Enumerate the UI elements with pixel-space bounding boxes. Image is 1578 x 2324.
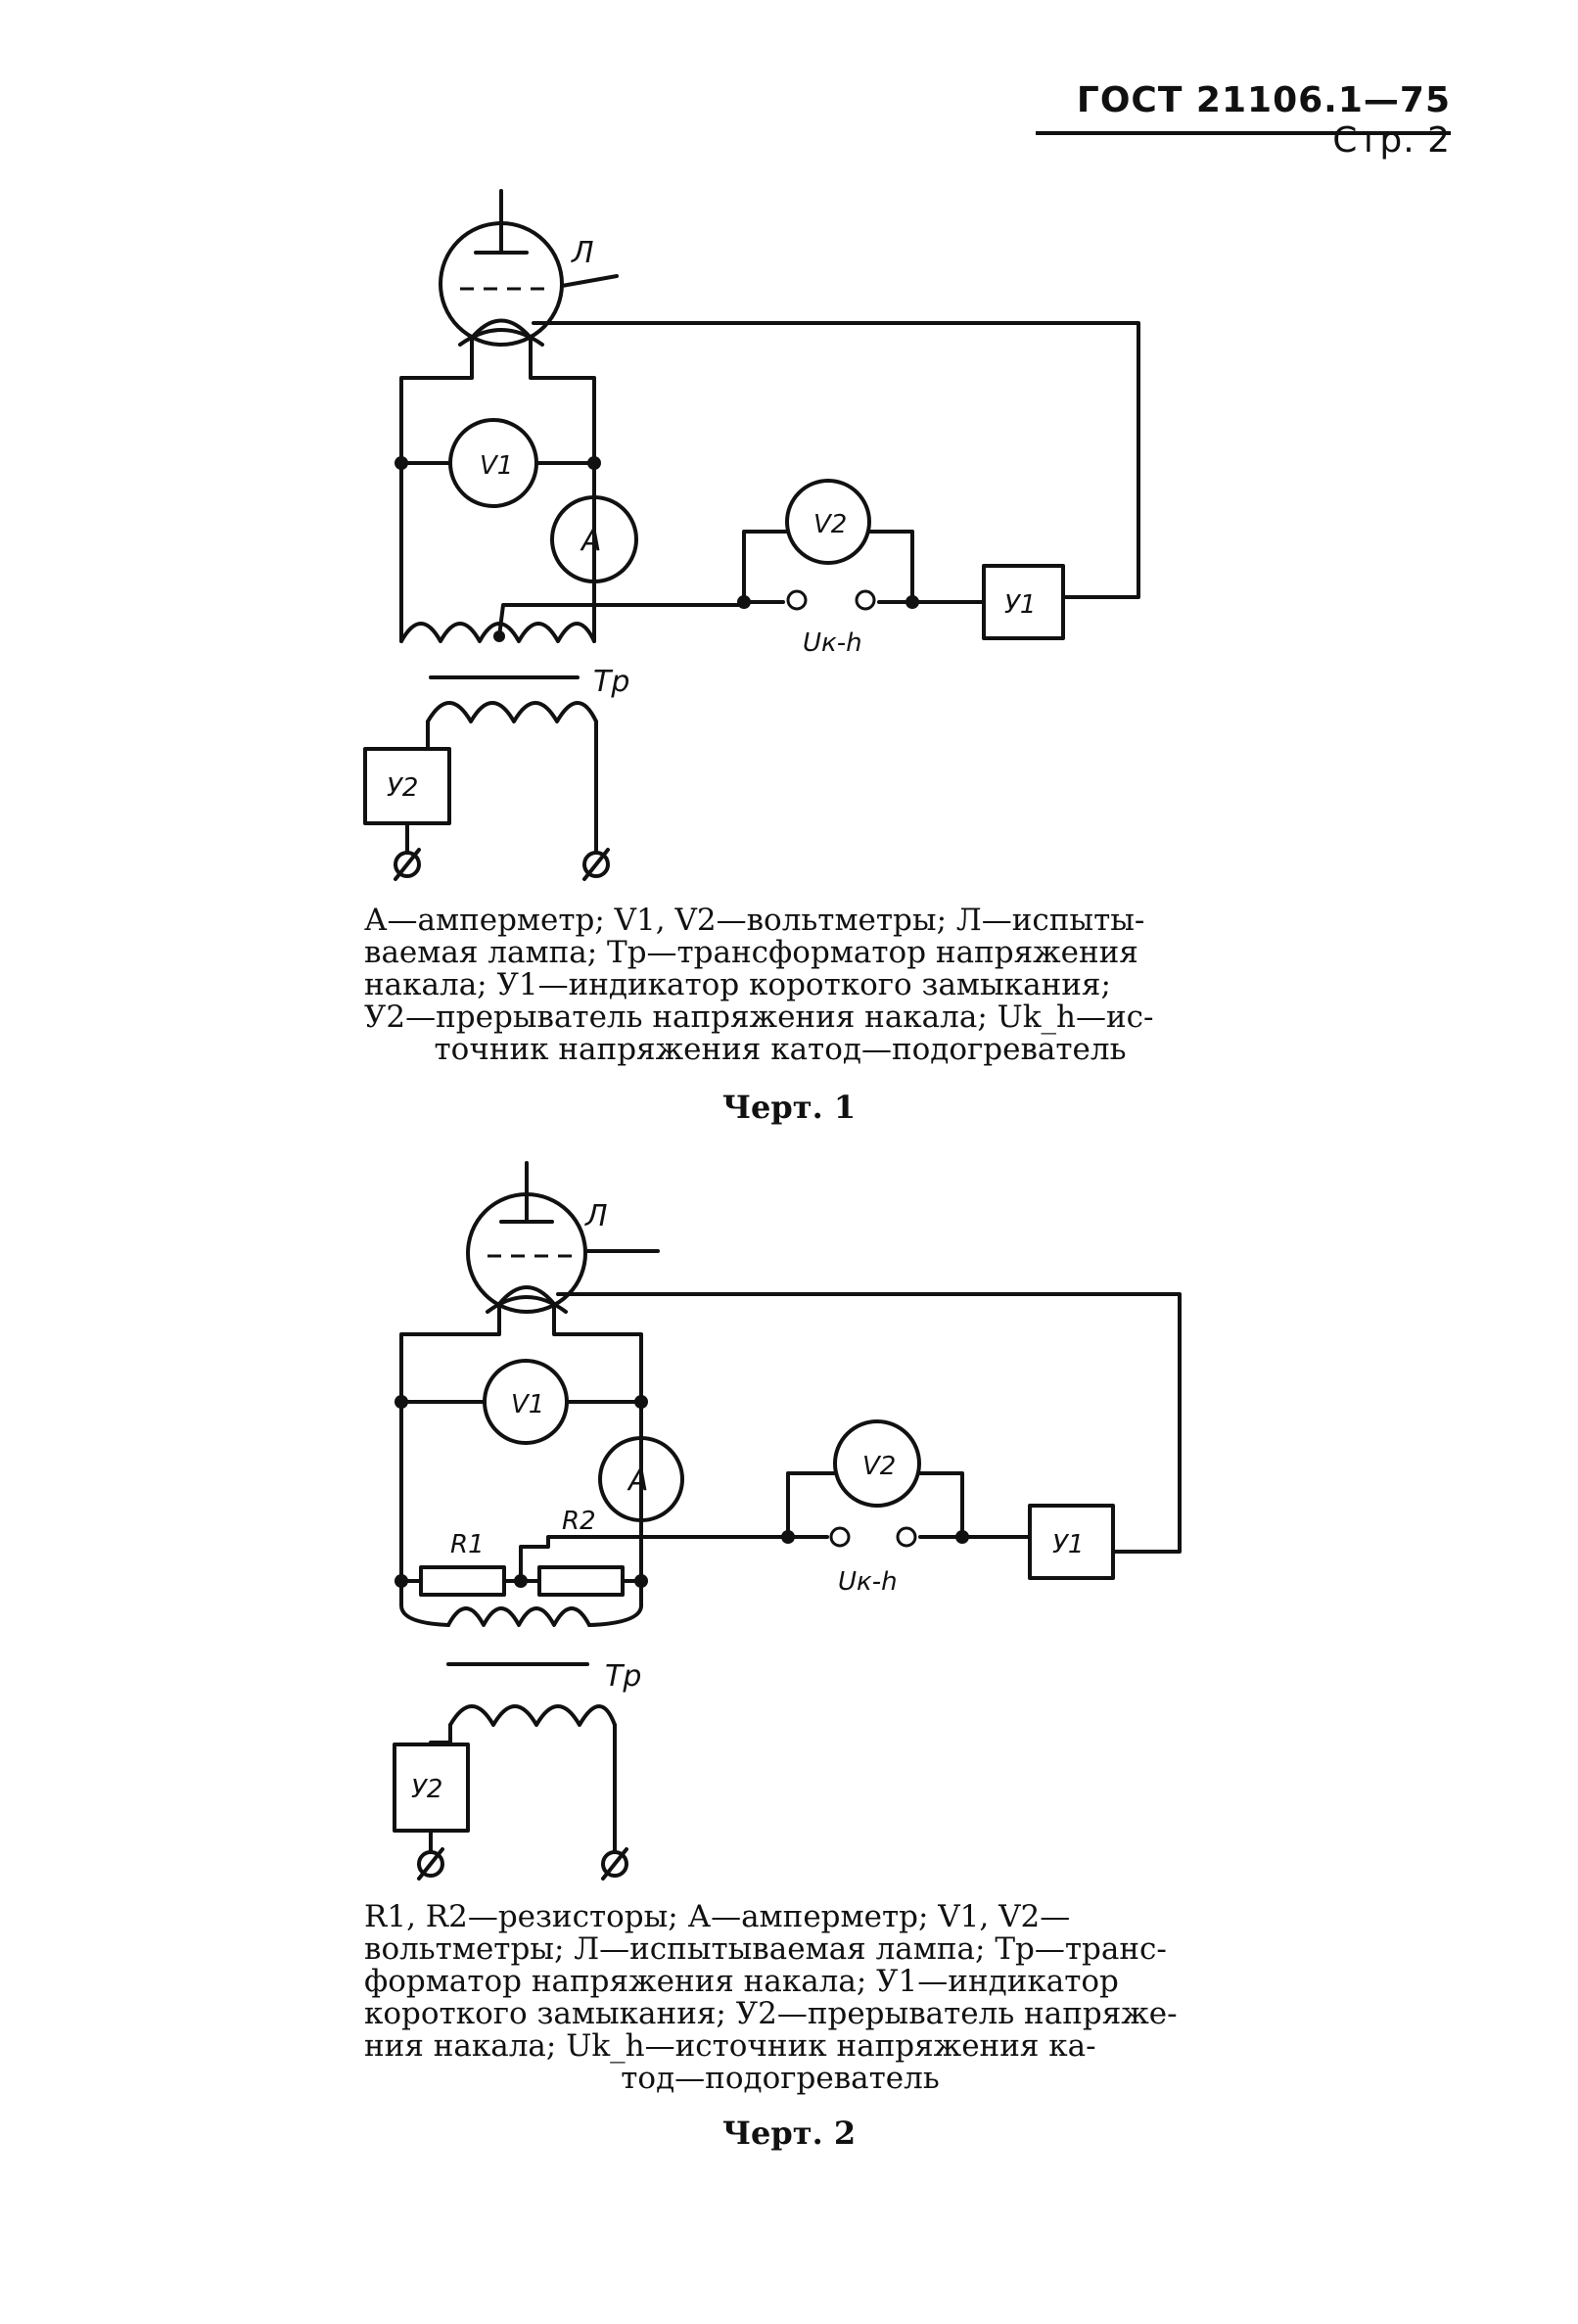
- voltmeter-v2-symbol: [785, 479, 871, 565]
- page-header: ГОСТ 21106.1—75 Стр. 2: [1040, 80, 1451, 161]
- indicator-y1-label: У1: [1004, 590, 1036, 620]
- lamp-label: Л: [571, 236, 594, 270]
- indicator-y1-symbol: [982, 564, 1065, 640]
- caption-line: А—амперметр; V1, V2—вольтметры; Л—испыты…: [364, 903, 1145, 938]
- ammeter-label: A: [627, 1464, 649, 1498]
- caption-line: тод—подогреватель: [621, 2061, 940, 2096]
- lamp-label: Л: [584, 1199, 608, 1233]
- voltmeter-v2-label: V2: [813, 510, 847, 539]
- interrupter-y2-label: У2: [387, 773, 418, 803]
- caption-line: точник напряжения катод—подогреватель: [434, 1032, 1127, 1067]
- voltmeter-v1-symbol: [483, 1359, 569, 1445]
- caption-line: форматор напряжения накала; У1—индикатор: [364, 1964, 1119, 1999]
- figure-2-caption: R1, R2—резисторы; А—амперметр; V1, V2— в…: [364, 1901, 1196, 2095]
- voltmeter-v1-label: V1: [480, 451, 513, 481]
- transformer-label: Тр: [605, 1659, 641, 1694]
- figure-2-title: Черт. 2: [721, 2115, 857, 2152]
- figure-1-caption: А—амперметр; V1, V2—вольтметры; Л—испыты…: [364, 905, 1196, 1066]
- circuit-diagram-1: Л V1 A Тр V2 Uк-h У1 У2: [363, 189, 1140, 881]
- ammeter-symbol: [550, 495, 638, 583]
- caption-line: У2—прерыватель напряжения накала; Uk_h—и…: [364, 999, 1154, 1035]
- interrupter-y2-label: У2: [411, 1775, 442, 1804]
- voltmeter-v2-symbol: [833, 1419, 921, 1508]
- caption-line: ния накала; Uk_h—источник напряжения ка-: [364, 2028, 1096, 2064]
- source-label: Uк-h: [838, 1567, 898, 1597]
- lamp-symbol: [466, 1161, 660, 1314]
- voltmeter-v1-label: V1: [511, 1390, 544, 1419]
- voltmeter-v1-symbol: [448, 418, 538, 508]
- indicator-y1-label: У1: [1052, 1530, 1084, 1559]
- transformer-label: Тр: [593, 665, 629, 699]
- figure-1-title: Черт. 1: [721, 1089, 857, 1126]
- resistor-r2-label: R2: [562, 1507, 596, 1536]
- lamp-symbol: [439, 189, 619, 347]
- caption-line: вольтметры; Л—испытываемая лампа; Тр—тра…: [364, 1931, 1167, 1967]
- resistor-r2-symbol: [537, 1565, 625, 1597]
- caption-line: ваемая лампа; Тр—трансформатор напряжени…: [364, 935, 1138, 970]
- caption-line: R1, R2—резисторы; А—амперметр; V1, V2—: [364, 1899, 1071, 1934]
- resistor-r1-label: R1: [450, 1530, 485, 1559]
- header-rule: [1036, 131, 1451, 135]
- source-label: Uк-h: [803, 628, 862, 658]
- caption-line: короткого замыкания; У2—прерыватель напр…: [364, 1996, 1178, 2031]
- document-code: ГОСТ 21106.1—75: [1076, 80, 1451, 120]
- page-number: Стр. 2: [1332, 120, 1451, 161]
- ammeter-label: A: [580, 524, 602, 558]
- voltmeter-v2-label: V2: [862, 1452, 896, 1481]
- indicator-y1-symbol: [1028, 1504, 1115, 1580]
- caption-line: накала; У1—индикатор короткого замыкания…: [364, 967, 1111, 1002]
- resistor-r1-symbol: [419, 1565, 506, 1597]
- circuit-diagram-2: Л V1 A R1 R2 Тр V2 Uк-h У1 У2: [393, 1161, 1182, 1881]
